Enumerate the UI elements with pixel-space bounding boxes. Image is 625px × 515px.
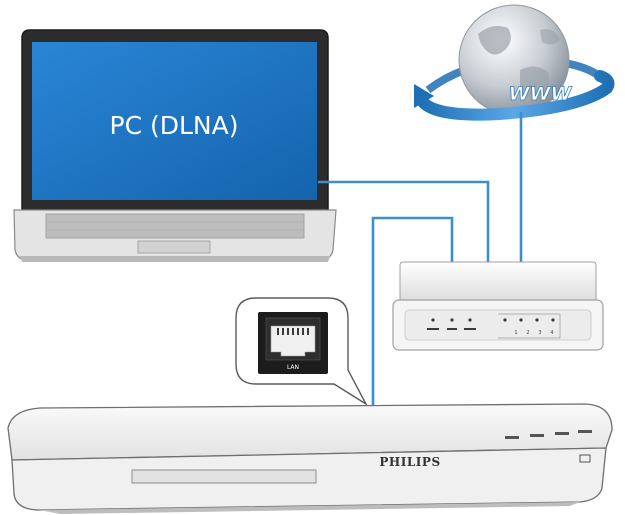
www-label: WWW: [509, 83, 573, 105]
router-icon: 1 2 3 4: [392, 261, 604, 351]
cable-player-to-router: [371, 216, 454, 412]
laptop-screen: [32, 42, 317, 200]
blu-ray-player-icon: PHILIPS: [7, 403, 613, 514]
router-port-4: 4: [550, 330, 553, 336]
router-port-3: 3: [538, 330, 541, 336]
lan-port-label: LAN: [287, 364, 299, 371]
globe-icon: WWW: [414, 4, 615, 121]
lan-port-callout: LAN: [235, 297, 368, 406]
network-cables: [318, 112, 523, 412]
eject-button: [579, 454, 591, 463]
router-port-2: 2: [526, 330, 529, 336]
philips-brand-label: PHILIPS: [379, 455, 440, 469]
pc-dlna-label: PC (DLNA): [110, 111, 239, 140]
disc-tray: [131, 469, 317, 484]
ethernet-port-icon: LAN: [258, 312, 328, 374]
router-port-1: 1: [514, 330, 517, 336]
cable-pc-to-router: [318, 180, 490, 264]
laptop-icon: PC (DLNA): [13, 29, 337, 262]
